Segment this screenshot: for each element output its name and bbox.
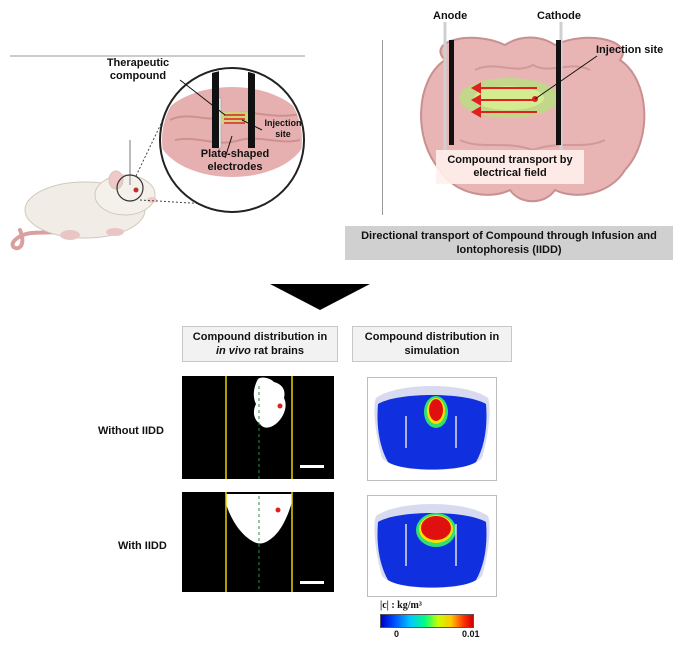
therapeutic-compound-label: Therapeutic compound [106, 57, 170, 82]
rat-illustration [10, 55, 305, 251]
anode-label: Anode [433, 10, 468, 22]
invivo-panel-with [182, 492, 334, 592]
sim-panel-without [367, 377, 497, 481]
scale-bar [300, 581, 324, 584]
colorbar-min: 0 [394, 629, 400, 639]
plate-electrodes-label: Plate-shaped electrodes [200, 148, 270, 173]
injection-site-label-right: Injection site [596, 44, 664, 56]
invivo-panel-without [182, 376, 334, 479]
colorbar [380, 614, 474, 628]
scale-bar [300, 465, 324, 468]
row-label-with: With IIDD [118, 540, 167, 552]
rat-icon [10, 140, 157, 251]
iidd-banner: Directional transport of Compound throug… [345, 226, 673, 260]
sim-panel-with [367, 495, 497, 597]
injection-site-label-left: Injection site [264, 118, 302, 139]
zoom-circle [159, 67, 305, 213]
down-arrow-icon [270, 284, 370, 310]
transport-box: Compound transport by electrical field [436, 150, 584, 184]
cathode-label: Cathode [537, 10, 581, 22]
colorbar-max: 0.01 [462, 629, 480, 639]
divider [382, 40, 383, 215]
colorbar-title: |c| : kg/m³ [380, 600, 422, 611]
coronal-brain-diagram [420, 22, 646, 203]
row-label-without: Without IIDD [98, 425, 164, 437]
